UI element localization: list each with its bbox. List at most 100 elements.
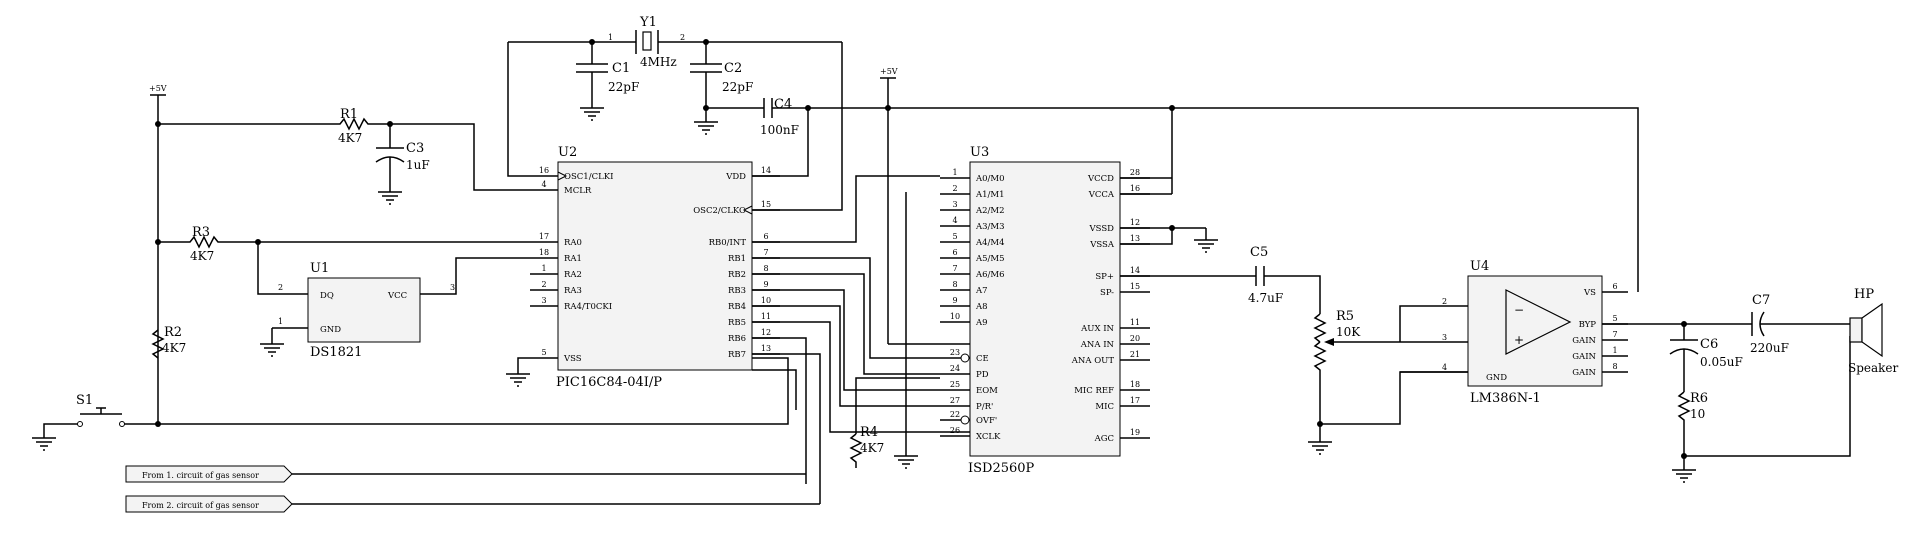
pin-name: RA3 <box>564 286 582 296</box>
pin-name: OSC2/CLKO <box>693 206 746 216</box>
pin-number: 1 <box>541 264 546 273</box>
pin-name: A3/M3 <box>975 222 1005 232</box>
resistor-r3: R3 4K7 <box>158 225 530 263</box>
svg-text:Speaker: Speaker <box>1848 361 1899 375</box>
pin-name: A5/M5 <box>975 254 1005 264</box>
u2-part: PIC16C84-04I/P <box>556 375 662 390</box>
svg-text:C1: C1 <box>612 61 630 76</box>
pin-number: 19 <box>1130 428 1140 437</box>
switch-s1: S1 <box>43 357 789 438</box>
pin-number: 6 <box>763 232 768 241</box>
pin-name: A7 <box>975 286 988 296</box>
pin-number: 21 <box>1130 350 1140 359</box>
svg-text:DS1821: DS1821 <box>310 345 362 360</box>
pin-name: GAIN <box>1572 336 1596 346</box>
y1-ref: Y1 <box>639 15 657 30</box>
svg-text:4K7: 4K7 <box>860 441 884 455</box>
pin-number: 17 <box>539 232 549 241</box>
pin-name: RA1 <box>564 254 582 264</box>
pin-name: ANA IN <box>1080 340 1115 350</box>
svg-text:VCC: VCC <box>387 291 407 301</box>
pin-number: 17 <box>1130 396 1140 405</box>
capacitor-c6: C6 0.05uF <box>1669 324 1743 392</box>
pin-number: 8 <box>952 280 957 289</box>
svg-text:U3: U3 <box>970 145 989 160</box>
svg-text:22pF: 22pF <box>722 80 753 94</box>
power-vcc1: +5V <box>149 84 167 424</box>
pin-number: 11 <box>1130 318 1140 327</box>
ground-symbol <box>32 437 56 451</box>
speaker-hp: HP Speaker <box>1848 287 1899 375</box>
pin-number: 26 <box>950 426 960 435</box>
power-vcc2: +5V <box>880 67 898 108</box>
pin-number: 16 <box>539 166 549 175</box>
svg-text:DQ: DQ <box>320 291 334 301</box>
svg-text:R1: R1 <box>340 107 358 122</box>
svg-text:+5V: +5V <box>880 67 898 76</box>
pin-number: 4 <box>952 216 957 225</box>
pin-name: MIC REF <box>1074 386 1114 396</box>
pin-name: A4/M4 <box>975 238 1005 248</box>
pin-name: VS <box>1583 288 1596 298</box>
svg-text:GND: GND <box>320 325 341 335</box>
ic-u2-pic16c84: U2 PIC16C84-04I/P OSC1/CLKI16MCLR4RA017R… <box>530 145 780 390</box>
y1-pin1: 1 <box>608 33 613 42</box>
pin-number: 16 <box>1130 184 1140 193</box>
svg-text:4: 4 <box>1442 363 1447 372</box>
svg-text:2: 2 <box>1442 297 1447 306</box>
junction <box>703 105 709 111</box>
pin-name: VSS <box>563 354 582 364</box>
svg-text:22pF: 22pF <box>608 80 639 94</box>
pin-number: 10 <box>761 296 771 305</box>
pin-name: RB3 <box>728 286 746 296</box>
svg-text:0.05uF: 0.05uF <box>1700 355 1743 369</box>
pin-name: RB0/INT <box>709 238 747 248</box>
pin-number: 9 <box>763 280 768 289</box>
svg-text:HP: HP <box>1854 287 1874 302</box>
pin-number: 20 <box>1130 334 1140 343</box>
capacitor-c3: C3 1uF <box>375 124 430 192</box>
pin-number: 5 <box>952 232 957 241</box>
pin-name: RA0 <box>564 238 582 248</box>
pin-name: AUX IN <box>1080 324 1114 334</box>
svg-text:From 1. circuit of gas sensor: From 1. circuit of gas sensor <box>142 471 259 480</box>
ic-u3-isd2560: U3 ISD2560P A0/M01A1/M12A2/M23A3/M34A4/M… <box>940 145 1150 476</box>
svg-text:U4: U4 <box>1470 259 1489 274</box>
ground-symbol <box>1308 441 1332 455</box>
pin-number: 8 <box>1612 362 1617 371</box>
pin-number: 27 <box>950 396 960 405</box>
pin-name: RB1 <box>728 254 746 264</box>
port-gas-sensor-2: From 2. circuit of gas sensor <box>125 495 820 513</box>
svg-text:R2: R2 <box>164 325 182 340</box>
pin-number: 22 <box>950 410 960 419</box>
pin-name: A8 <box>975 302 988 312</box>
pin-number: 14 <box>1130 266 1140 275</box>
pin-name: EOM <box>976 386 998 396</box>
pin-name: A2/M2 <box>975 206 1005 216</box>
ground-symbol <box>1194 239 1218 253</box>
pin-name: CE <box>976 354 989 364</box>
pin-number: 18 <box>1130 380 1140 389</box>
ground-symbol <box>894 455 918 469</box>
svg-text:C4: C4 <box>774 97 792 112</box>
pin-number: 13 <box>1130 234 1140 243</box>
y1-pin2: 2 <box>680 33 685 42</box>
svg-text:C7: C7 <box>1752 293 1770 308</box>
capacitor-c4: C4 100nF <box>706 97 808 137</box>
pin-number: 4 <box>541 180 546 189</box>
pin-name: BYP <box>1579 320 1597 330</box>
pin-name: VCCD <box>1087 174 1114 184</box>
pin-name: VSSA <box>1089 240 1115 250</box>
svg-text:From 2. circuit of gas sensor: From 2. circuit of gas sensor <box>142 501 259 510</box>
pin-name: SP+ <box>1095 272 1114 282</box>
pin-number: 7 <box>763 248 768 257</box>
pin-name: GAIN <box>1572 352 1596 362</box>
ground-symbol <box>580 107 604 121</box>
junction <box>1169 225 1175 231</box>
pin-name: A6/M6 <box>975 270 1005 280</box>
pin-number: 7 <box>952 264 957 273</box>
pin-number: 15 <box>1130 282 1140 291</box>
svg-text:S1: S1 <box>76 393 93 408</box>
pin-name: GAIN <box>1572 368 1596 378</box>
pin-number: 15 <box>761 200 771 209</box>
